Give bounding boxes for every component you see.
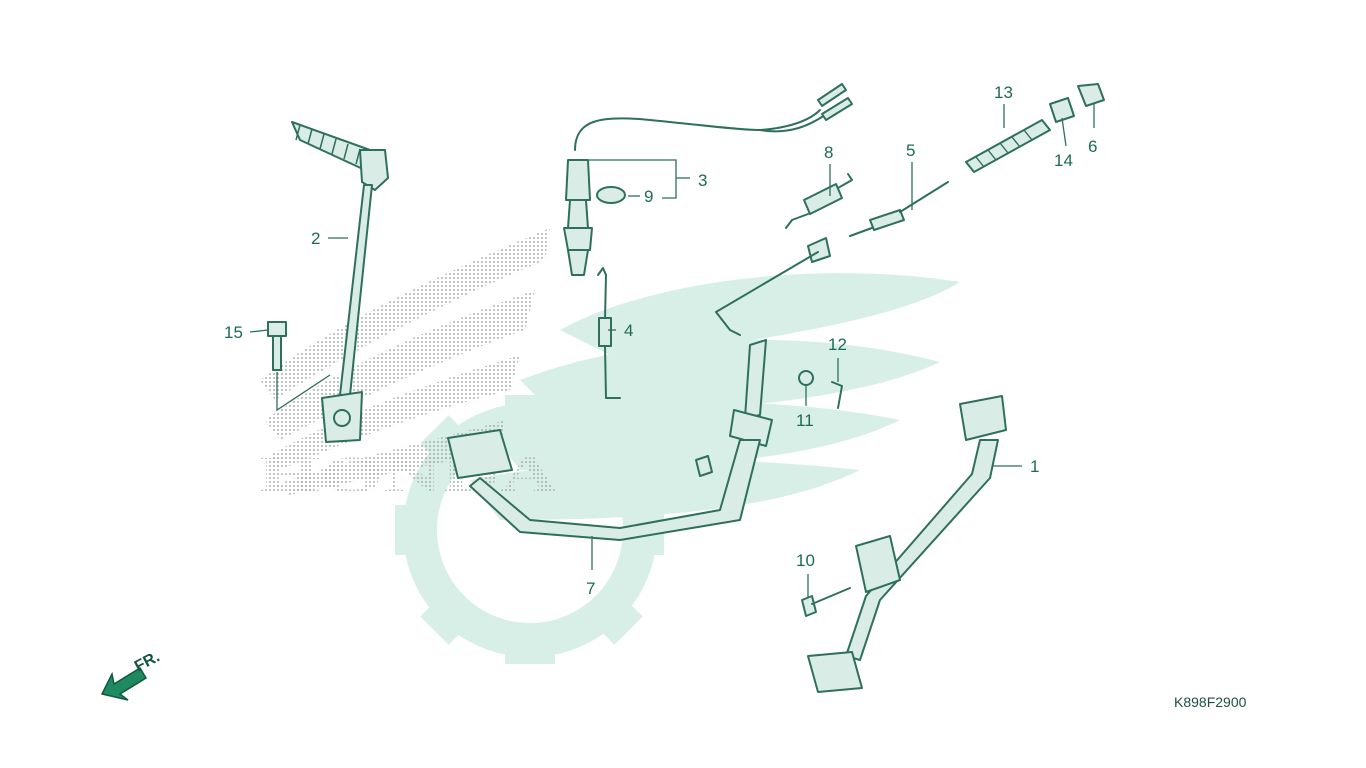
- callout-2: 2: [311, 229, 320, 248]
- callout-11: 11: [796, 411, 814, 430]
- callout-13: 13: [994, 83, 1013, 102]
- spring-13: [965, 119, 1051, 173]
- spring-rod-4: [597, 267, 621, 399]
- callout-5: 5: [906, 141, 915, 160]
- front-direction-arrow-icon: [100, 666, 148, 701]
- callout-3: 3: [698, 171, 707, 190]
- callout-12: 12: [828, 335, 847, 354]
- brake-rod-5: [849, 181, 949, 237]
- callout-8: 8: [824, 143, 833, 162]
- callout-10: 10: [796, 551, 815, 570]
- spring-8: [785, 173, 853, 229]
- brake-pedal-7: [447, 429, 761, 541]
- joint-14: [1049, 97, 1075, 123]
- callout-6: 6: [1088, 137, 1097, 156]
- nut-6: [1077, 83, 1105, 107]
- leader-lines: [249, 104, 1095, 598]
- callout-1: 1: [1030, 457, 1039, 476]
- bolt-10: [801, 587, 851, 617]
- wing-watermark: [470, 273, 960, 520]
- callout-7: 7: [586, 579, 595, 598]
- callout-9: 9: [644, 187, 653, 206]
- callout-14: 14: [1054, 151, 1073, 170]
- honda-logo-text: HONDA: [258, 447, 559, 504]
- brake-linkage: [715, 237, 831, 447]
- diagram-code: K898F2900: [1174, 694, 1247, 710]
- kick-starter-arm: [291, 121, 389, 443]
- washer-11: [798, 370, 814, 386]
- pedal-1: [807, 395, 1007, 693]
- grommet-9: [596, 186, 626, 204]
- callout-4: 4: [624, 321, 633, 340]
- brake-switch-cable: [563, 83, 853, 276]
- bolt-15: [267, 321, 331, 412]
- cotter-pin-12: [831, 381, 843, 409]
- callout-15: 15: [224, 323, 243, 342]
